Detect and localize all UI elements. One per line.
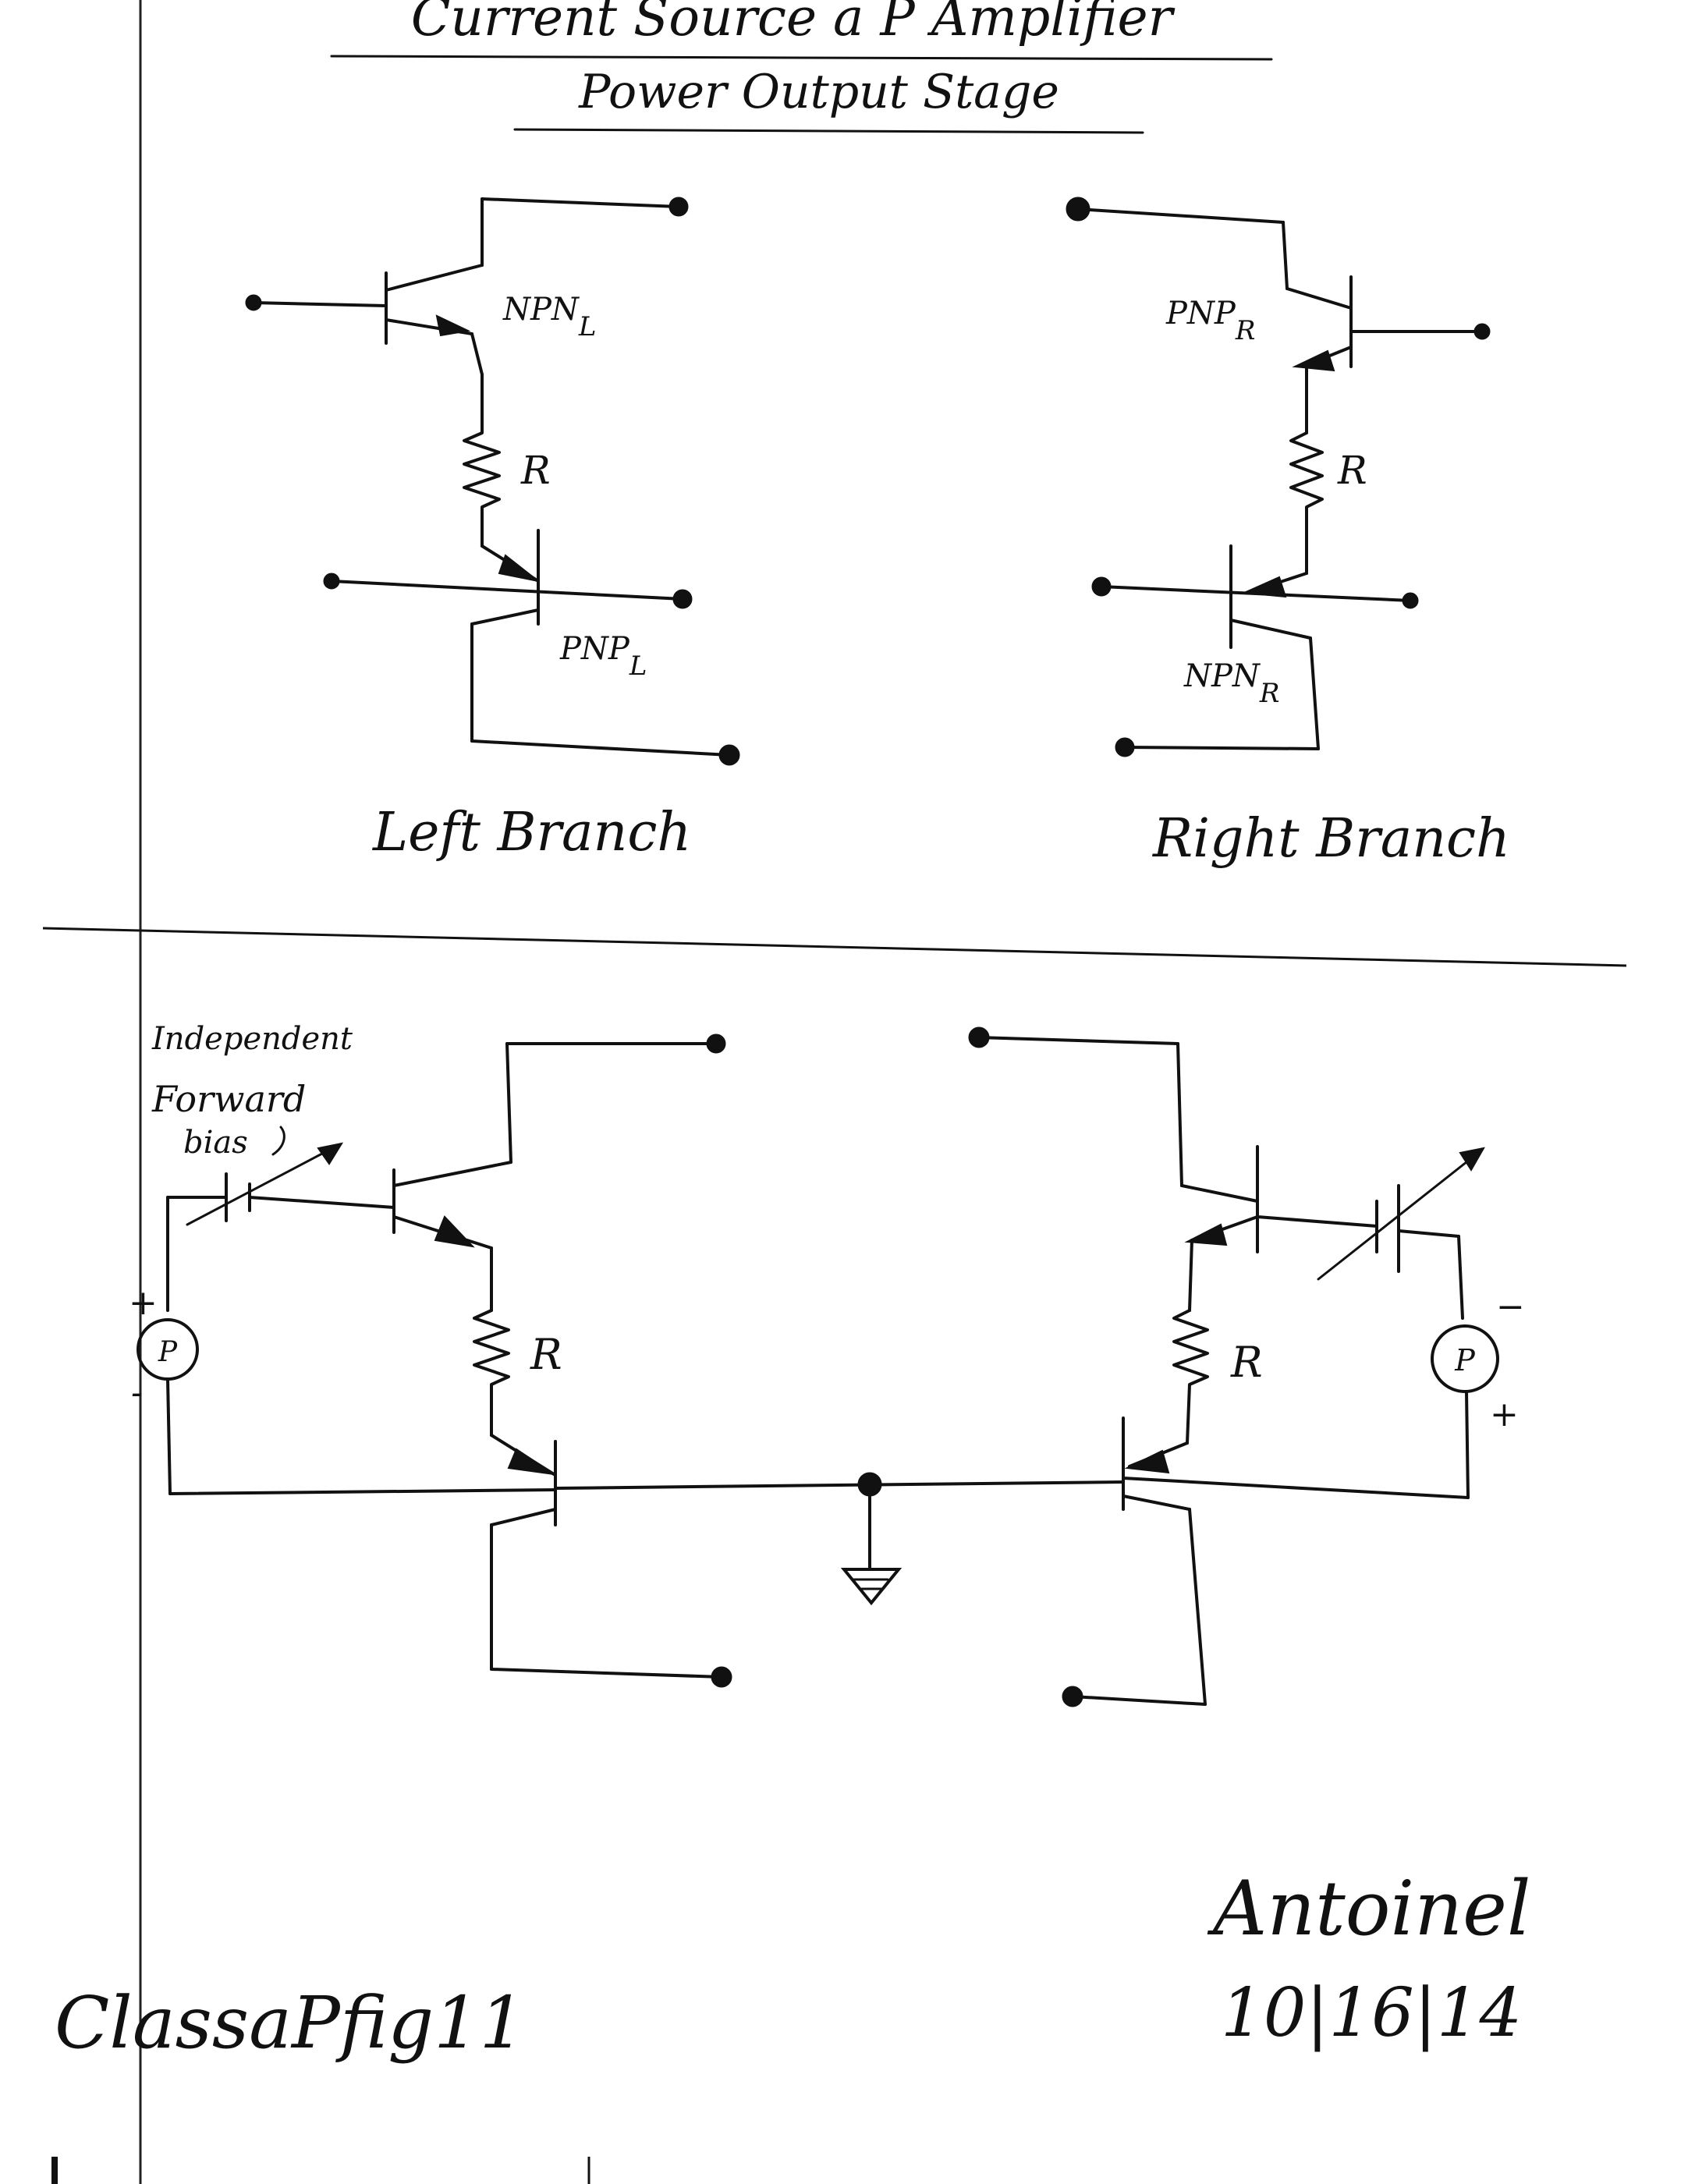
right-branch-resistor-label: R [1337, 448, 1367, 493]
left-source-plus: + [129, 1283, 158, 1323]
center-bus [554, 1480, 1125, 1490]
right-bias-battery [1317, 1147, 1485, 1281]
ground-symbol [840, 1483, 903, 1606]
left-bottom-resistor [473, 1309, 510, 1437]
left-source-letter: P [158, 1336, 178, 1368]
pnp-left-base-terminal-right[interactable] [672, 589, 693, 609]
right-source-letter: P [1454, 1343, 1476, 1377]
left-branch-resistor [463, 373, 501, 548]
annotation-line-2: Forward [151, 1078, 306, 1120]
npn-left-transistor [252, 197, 680, 376]
pnp-right-transistor [1076, 207, 1484, 434]
left-upper-transistor [392, 1042, 718, 1312]
annotation-line-3: bias [183, 1125, 248, 1161]
figure-id: ClassaPfig11 [55, 1981, 525, 2065]
right-lower-transistor [1071, 1416, 1207, 1706]
right-lower-collector-terminal[interactable] [1062, 1686, 1083, 1707]
annotation-pointer [271, 1126, 285, 1156]
annotation-line-1: Independent [151, 1021, 353, 1057]
left-bottom-resistor-label: R [530, 1330, 562, 1379]
pnp-left-collector-terminal[interactable] [718, 744, 740, 766]
section-divider [42, 927, 1627, 967]
npn-right-collector-terminal[interactable] [1115, 737, 1135, 757]
right-branch: PNPR R NPNR Right Branch [1066, 197, 1510, 870]
right-upper-emitter-terminal[interactable] [968, 1026, 990, 1048]
signature: Antoinel [1207, 1865, 1531, 1952]
left-branch: NPNL R PNPL Left Branch [245, 197, 740, 863]
title-block: Current Source a P Amplifier Power Outpu… [330, 0, 1273, 134]
npn-left-label: NPNL [502, 292, 597, 342]
left-branch-caption: Left Branch [371, 802, 691, 863]
left-lower-collector-terminal[interactable] [711, 1666, 732, 1688]
left-source-minus: - [131, 1373, 143, 1413]
pnp-right-label: PNPR [1165, 296, 1255, 346]
left-bias-battery [166, 1142, 395, 1226]
npn-right-base-terminal-right[interactable] [1402, 592, 1419, 609]
left-lower-transistor [490, 1434, 723, 1679]
pnp-right-emitter-terminal[interactable] [1066, 197, 1090, 222]
npn-right-transistor [1100, 544, 1412, 750]
right-source-minus: − [1496, 1287, 1525, 1327]
right-bottom-resistor-label: R [1230, 1338, 1263, 1387]
pnp-left-transistor [330, 529, 731, 757]
npn-right-label: NPNR [1183, 658, 1280, 709]
pnp-right-base-terminal[interactable] [1473, 323, 1491, 340]
signature-date: 10|16|14 [1221, 1974, 1522, 2052]
bottom-diagram: Independent Forward bias P + - [129, 1021, 1525, 1707]
right-bottom-resistor [1172, 1309, 1209, 1445]
title-line-1: Current Source a P Amplifier [411, 0, 1176, 48]
left-upper-collector-terminal[interactable] [706, 1034, 726, 1054]
title-underline-2 [513, 128, 1144, 134]
npn-left-collector-terminal[interactable] [668, 197, 689, 217]
title-line-2: Power Output Stage [578, 65, 1059, 119]
right-upper-transistor [977, 1036, 1378, 1312]
left-branch-resistor-label: R [520, 448, 551, 493]
npn-right-base-terminal-left[interactable] [1091, 576, 1112, 597]
pnp-left-base-terminal-left[interactable] [323, 573, 340, 590]
title-underline-1 [330, 55, 1273, 61]
right-branch-resistor [1289, 431, 1324, 575]
npn-left-base-terminal[interactable] [245, 294, 262, 311]
pnp-left-label: PNPL [559, 631, 647, 682]
right-branch-caption: Right Branch [1151, 808, 1510, 870]
right-source-plus: + [1490, 1395, 1519, 1434]
